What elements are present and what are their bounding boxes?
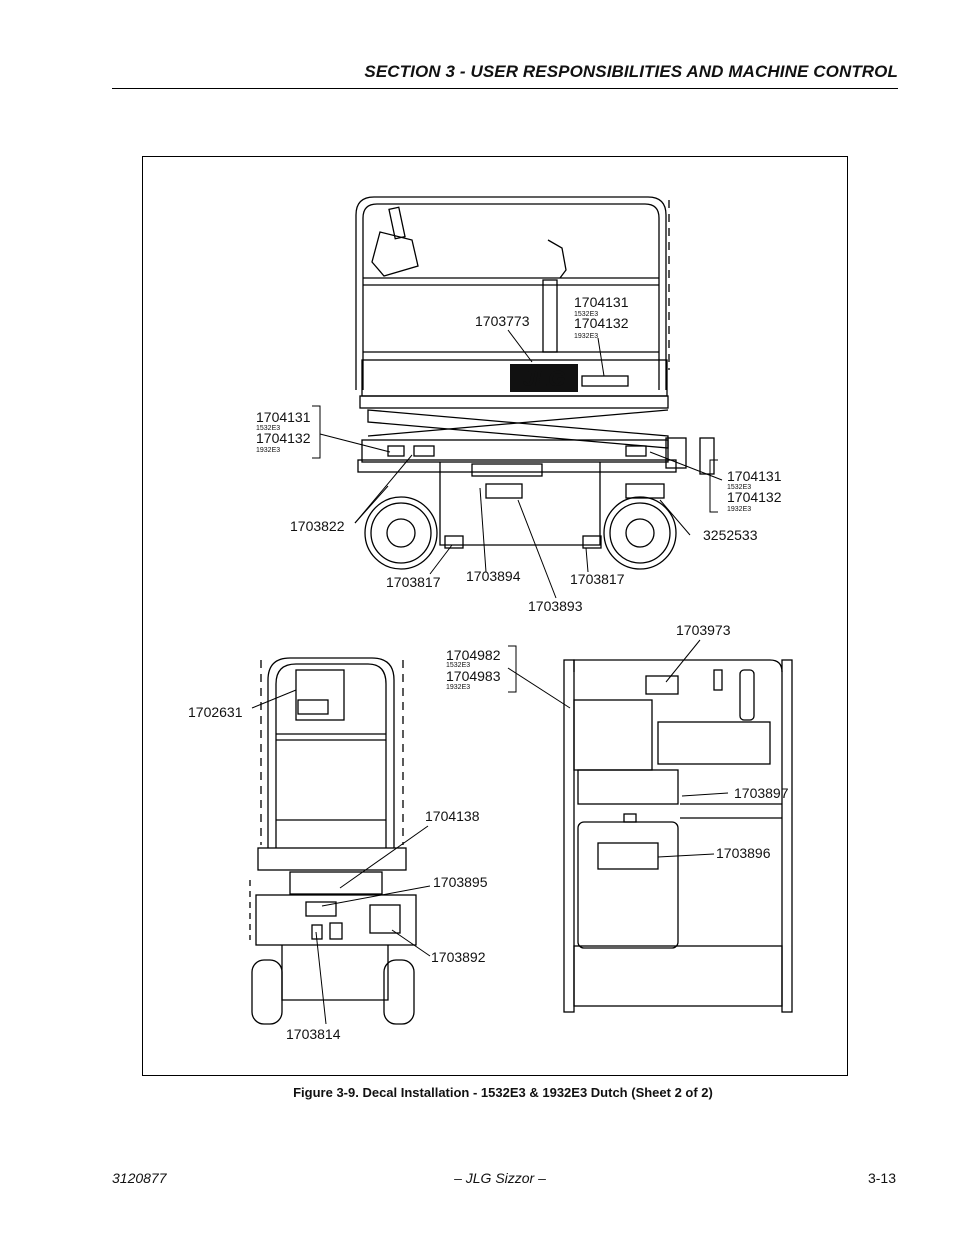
figure-caption: Figure 3-9. Decal Installation - 1532E3 … <box>293 1085 713 1100</box>
callout-1704131: 1704131 <box>574 294 629 310</box>
model-label-1532e3: 1532E3 <box>256 425 280 432</box>
model-label-1532e3: 1532E3 <box>727 484 751 491</box>
callout-1703817: 1703817 <box>570 571 625 587</box>
model-label-1932e3: 1932E3 <box>727 506 751 513</box>
callout-1703895: 1703895 <box>433 874 488 890</box>
callout-1704131: 1704131 <box>256 409 311 425</box>
model-label-1932e3: 1932E3 <box>446 684 470 691</box>
callout-1704132: 1704132 <box>727 489 782 505</box>
callout-1703893: 1703893 <box>528 598 583 614</box>
jlg-logo: JLG <box>523 366 566 391</box>
callout-1704138: 1704138 <box>425 808 480 824</box>
callout-1704131: 1704131 <box>727 468 782 484</box>
callout-brackets <box>312 405 718 693</box>
callout-1703773: 1703773 <box>475 313 530 329</box>
callout-1704983: 1704983 <box>446 668 501 684</box>
footer-page-number: 3-13 <box>867 1170 896 1186</box>
footer-title: – JLG Sizzor – <box>454 1170 546 1186</box>
model-label-1532e3: 1532E3 <box>574 311 598 318</box>
callout-1703894: 1703894 <box>466 568 521 584</box>
callout-1703892: 1703892 <box>431 949 486 965</box>
callout-1704132: 1704132 <box>574 315 629 331</box>
model-label-1932e3: 1932E3 <box>574 333 598 340</box>
callout-1702631: 1702631 <box>188 704 243 720</box>
callout-labels: 1703773 1704131 1532E3 1704132 1932E3 17… <box>188 294 789 1042</box>
section-title: SECTION 3 - USER RESPONSIBILITIES AND MA… <box>364 62 898 81</box>
callout-1703822: 1703822 <box>290 518 345 534</box>
figure-frame <box>142 156 848 1076</box>
side-view-machine: JLG <box>355 196 715 570</box>
top-view-machine <box>563 659 793 1013</box>
callout-1703814: 1703814 <box>286 1026 341 1042</box>
model-label-1532e3: 1532E3 <box>446 662 470 669</box>
callout-1704982: 1704982 <box>446 647 501 663</box>
rear-view-machine <box>249 657 417 1025</box>
model-label-1932e3: 1932E3 <box>256 447 280 454</box>
callout-3252533: 3252533 <box>703 527 758 543</box>
callout-1703896: 1703896 <box>716 845 771 861</box>
callout-1703817: 1703817 <box>386 574 441 590</box>
callout-1703897: 1703897 <box>734 785 789 801</box>
header-rule <box>112 88 898 89</box>
callout-1703973: 1703973 <box>676 622 731 638</box>
footer-doc-number: 3120877 <box>112 1170 167 1186</box>
callout-1704132: 1704132 <box>256 430 311 446</box>
